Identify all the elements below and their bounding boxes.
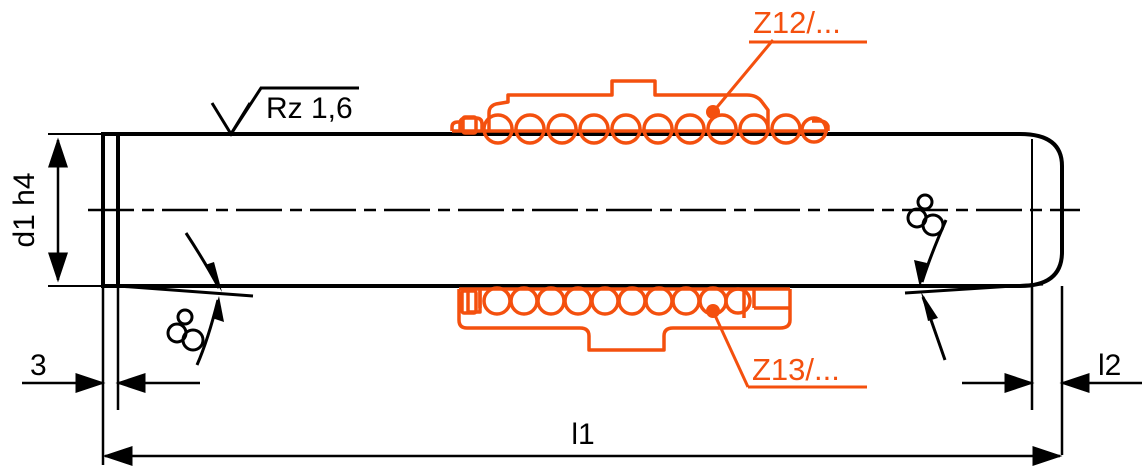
dimension-d1h4: [48, 133, 110, 287]
dimension-l1-label: l1: [571, 418, 594, 451]
detail-z13-geometry: [457, 286, 792, 352]
three-circles-edge-symbol-left: [166, 232, 224, 366]
dimension-l2: [962, 283, 1142, 455]
three-circles-edge-symbol-right: [906, 193, 948, 361]
detail-callout-z12-label: Z12/...: [753, 5, 841, 40]
detail-callout-z13-label: Z13/...: [752, 352, 840, 387]
dimension-l2-label: l2: [1098, 349, 1121, 382]
dimension-l1: [101, 410, 1063, 466]
dimension-3: [22, 286, 200, 410]
detail-z12-leader: [706, 39, 867, 119]
surface-finish-label: Rz 1,6: [266, 92, 353, 125]
dimension-d1h4-label: d1 h4: [8, 172, 41, 247]
dimension-3-label: 3: [30, 349, 47, 382]
surface-finish-symbol: [210, 86, 359, 137]
detail-z12-geometry: [450, 79, 830, 145]
detail-z13-leader: [706, 304, 867, 389]
